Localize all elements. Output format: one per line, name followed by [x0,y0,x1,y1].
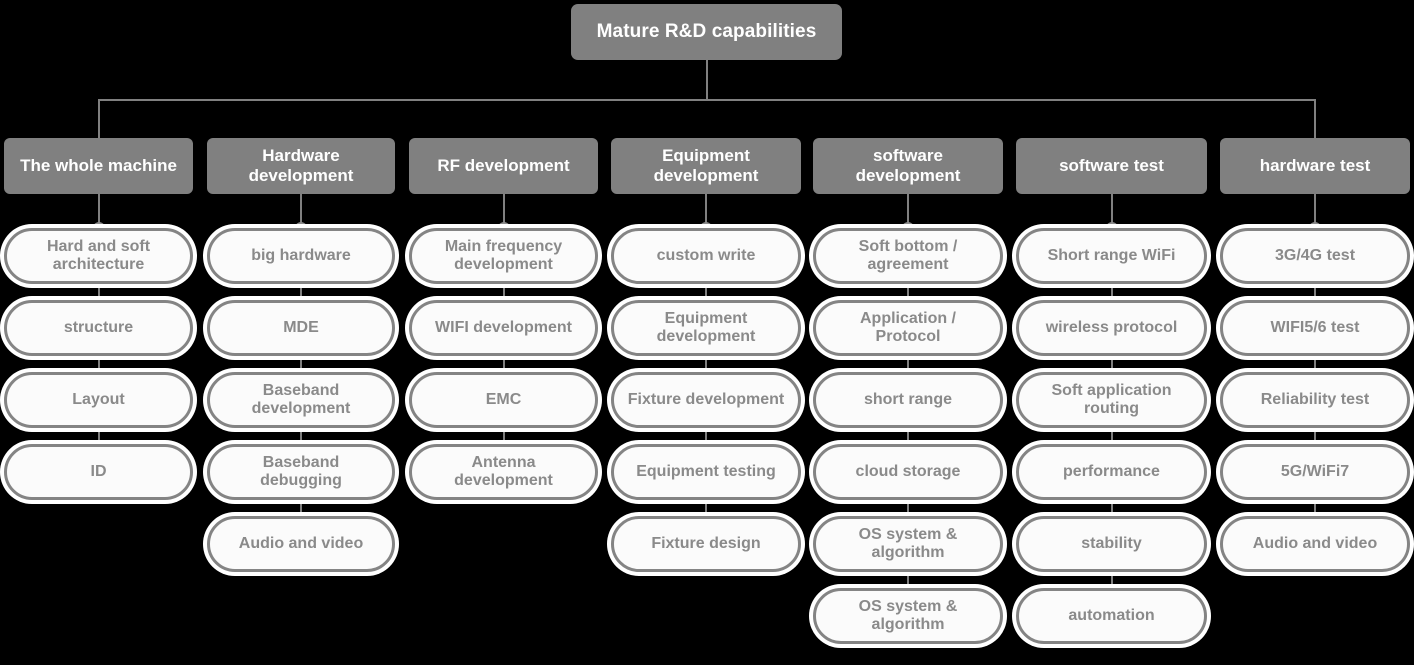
card-item[interactable]: OS system & algorithm [813,588,1003,644]
card-item[interactable]: custom write [611,228,801,284]
card-gap-connector [907,284,909,300]
card-gap-connector [1314,500,1316,516]
column-header-2[interactable]: Hardware development [207,138,395,194]
card-item[interactable]: Fixture design [611,516,801,572]
column-stem-connector-7 [1314,194,1316,228]
card-gap-connector [502,428,505,444]
card-item[interactable]: Layout [4,372,193,428]
card-item[interactable]: big hardware [207,228,395,284]
column-header-7[interactable]: hardware test [1220,138,1410,194]
card-gap-connector [1110,356,1113,372]
card-item[interactable]: Audio and video [1220,516,1410,572]
column-header-5[interactable]: software development [813,138,1003,194]
card-gap-connector [907,500,909,516]
root-stem-connector [706,60,708,100]
card-gap-connector [300,500,302,516]
column-stem-connector-4 [705,194,707,228]
card-item[interactable]: Fixture development [611,372,801,428]
column-header-6[interactable]: software test [1016,138,1207,194]
card-gap-connector [300,284,302,300]
card-gap-connector [1110,428,1113,444]
card-gap-connector [705,500,707,516]
card-gap-connector [1110,500,1113,516]
card-gap-connector [1110,572,1113,588]
card-gap-connector [705,428,707,444]
card-item[interactable]: 3G/4G test [1220,228,1410,284]
card-item[interactable]: Antenna development [409,444,598,500]
card-item[interactable]: MDE [207,300,395,356]
card-item[interactable]: Reliability test [1220,372,1410,428]
column-stem-connector-6 [1110,194,1113,228]
card-item[interactable]: OS system & algorithm [813,516,1003,572]
horizontal-bus-connector [98,99,1316,101]
card-item[interactable]: stability [1016,516,1207,572]
card-gap-connector [1314,284,1316,300]
card-gap-connector [97,356,100,372]
card-gap-connector [300,428,302,444]
card-gap-connector [97,428,100,444]
card-item[interactable]: WIFI5/6 test [1220,300,1410,356]
card-item[interactable]: Equipment testing [611,444,801,500]
card-item[interactable]: Soft bottom / agreement [813,228,1003,284]
card-gap-connector [502,356,505,372]
card-item[interactable]: Hard and soft architecture [4,228,193,284]
bus-drop-right-connector [1314,99,1316,140]
card-gap-connector [1110,284,1113,300]
card-item[interactable]: cloud storage [813,444,1003,500]
card-gap-connector [705,356,707,372]
card-gap-connector [907,356,909,372]
bus-drop-left-connector [98,99,100,140]
column-header-3[interactable]: RF development [409,138,598,194]
card-gap-connector [97,284,100,300]
card-item[interactable]: performance [1016,444,1207,500]
card-gap-connector [1314,428,1316,444]
card-item[interactable]: Application / Protocol [813,300,1003,356]
card-item[interactable]: Audio and video [207,516,395,572]
card-item[interactable]: short range [813,372,1003,428]
card-item[interactable]: Baseband debugging [207,444,395,500]
column-stem-connector-5 [907,194,909,228]
column-header-4[interactable]: Equipment development [611,138,801,194]
card-item[interactable]: Main frequency development [409,228,598,284]
column-stem-connector-2 [300,194,302,228]
card-gap-connector [705,284,707,300]
card-item[interactable]: wireless protocol [1016,300,1207,356]
root-node[interactable]: Mature R&D capabilities [571,4,842,60]
column-stem-connector-1 [97,194,100,228]
column-header-1[interactable]: The whole machine [4,138,193,194]
card-gap-connector [907,428,909,444]
card-gap-connector [907,572,909,588]
card-item[interactable]: Baseband development [207,372,395,428]
card-item[interactable]: Equipment development [611,300,801,356]
card-gap-connector [502,284,505,300]
card-item[interactable]: WIFI development [409,300,598,356]
card-gap-connector [300,356,302,372]
card-item[interactable]: 5G/WiFi7 [1220,444,1410,500]
card-item[interactable]: structure [4,300,193,356]
card-item[interactable]: Soft application routing [1016,372,1207,428]
card-item[interactable]: ID [4,444,193,500]
column-stem-connector-3 [502,194,505,228]
card-item[interactable]: automation [1016,588,1207,644]
card-item[interactable]: Short range WiFi [1016,228,1207,284]
card-item[interactable]: EMC [409,372,598,428]
card-gap-connector [1314,356,1316,372]
